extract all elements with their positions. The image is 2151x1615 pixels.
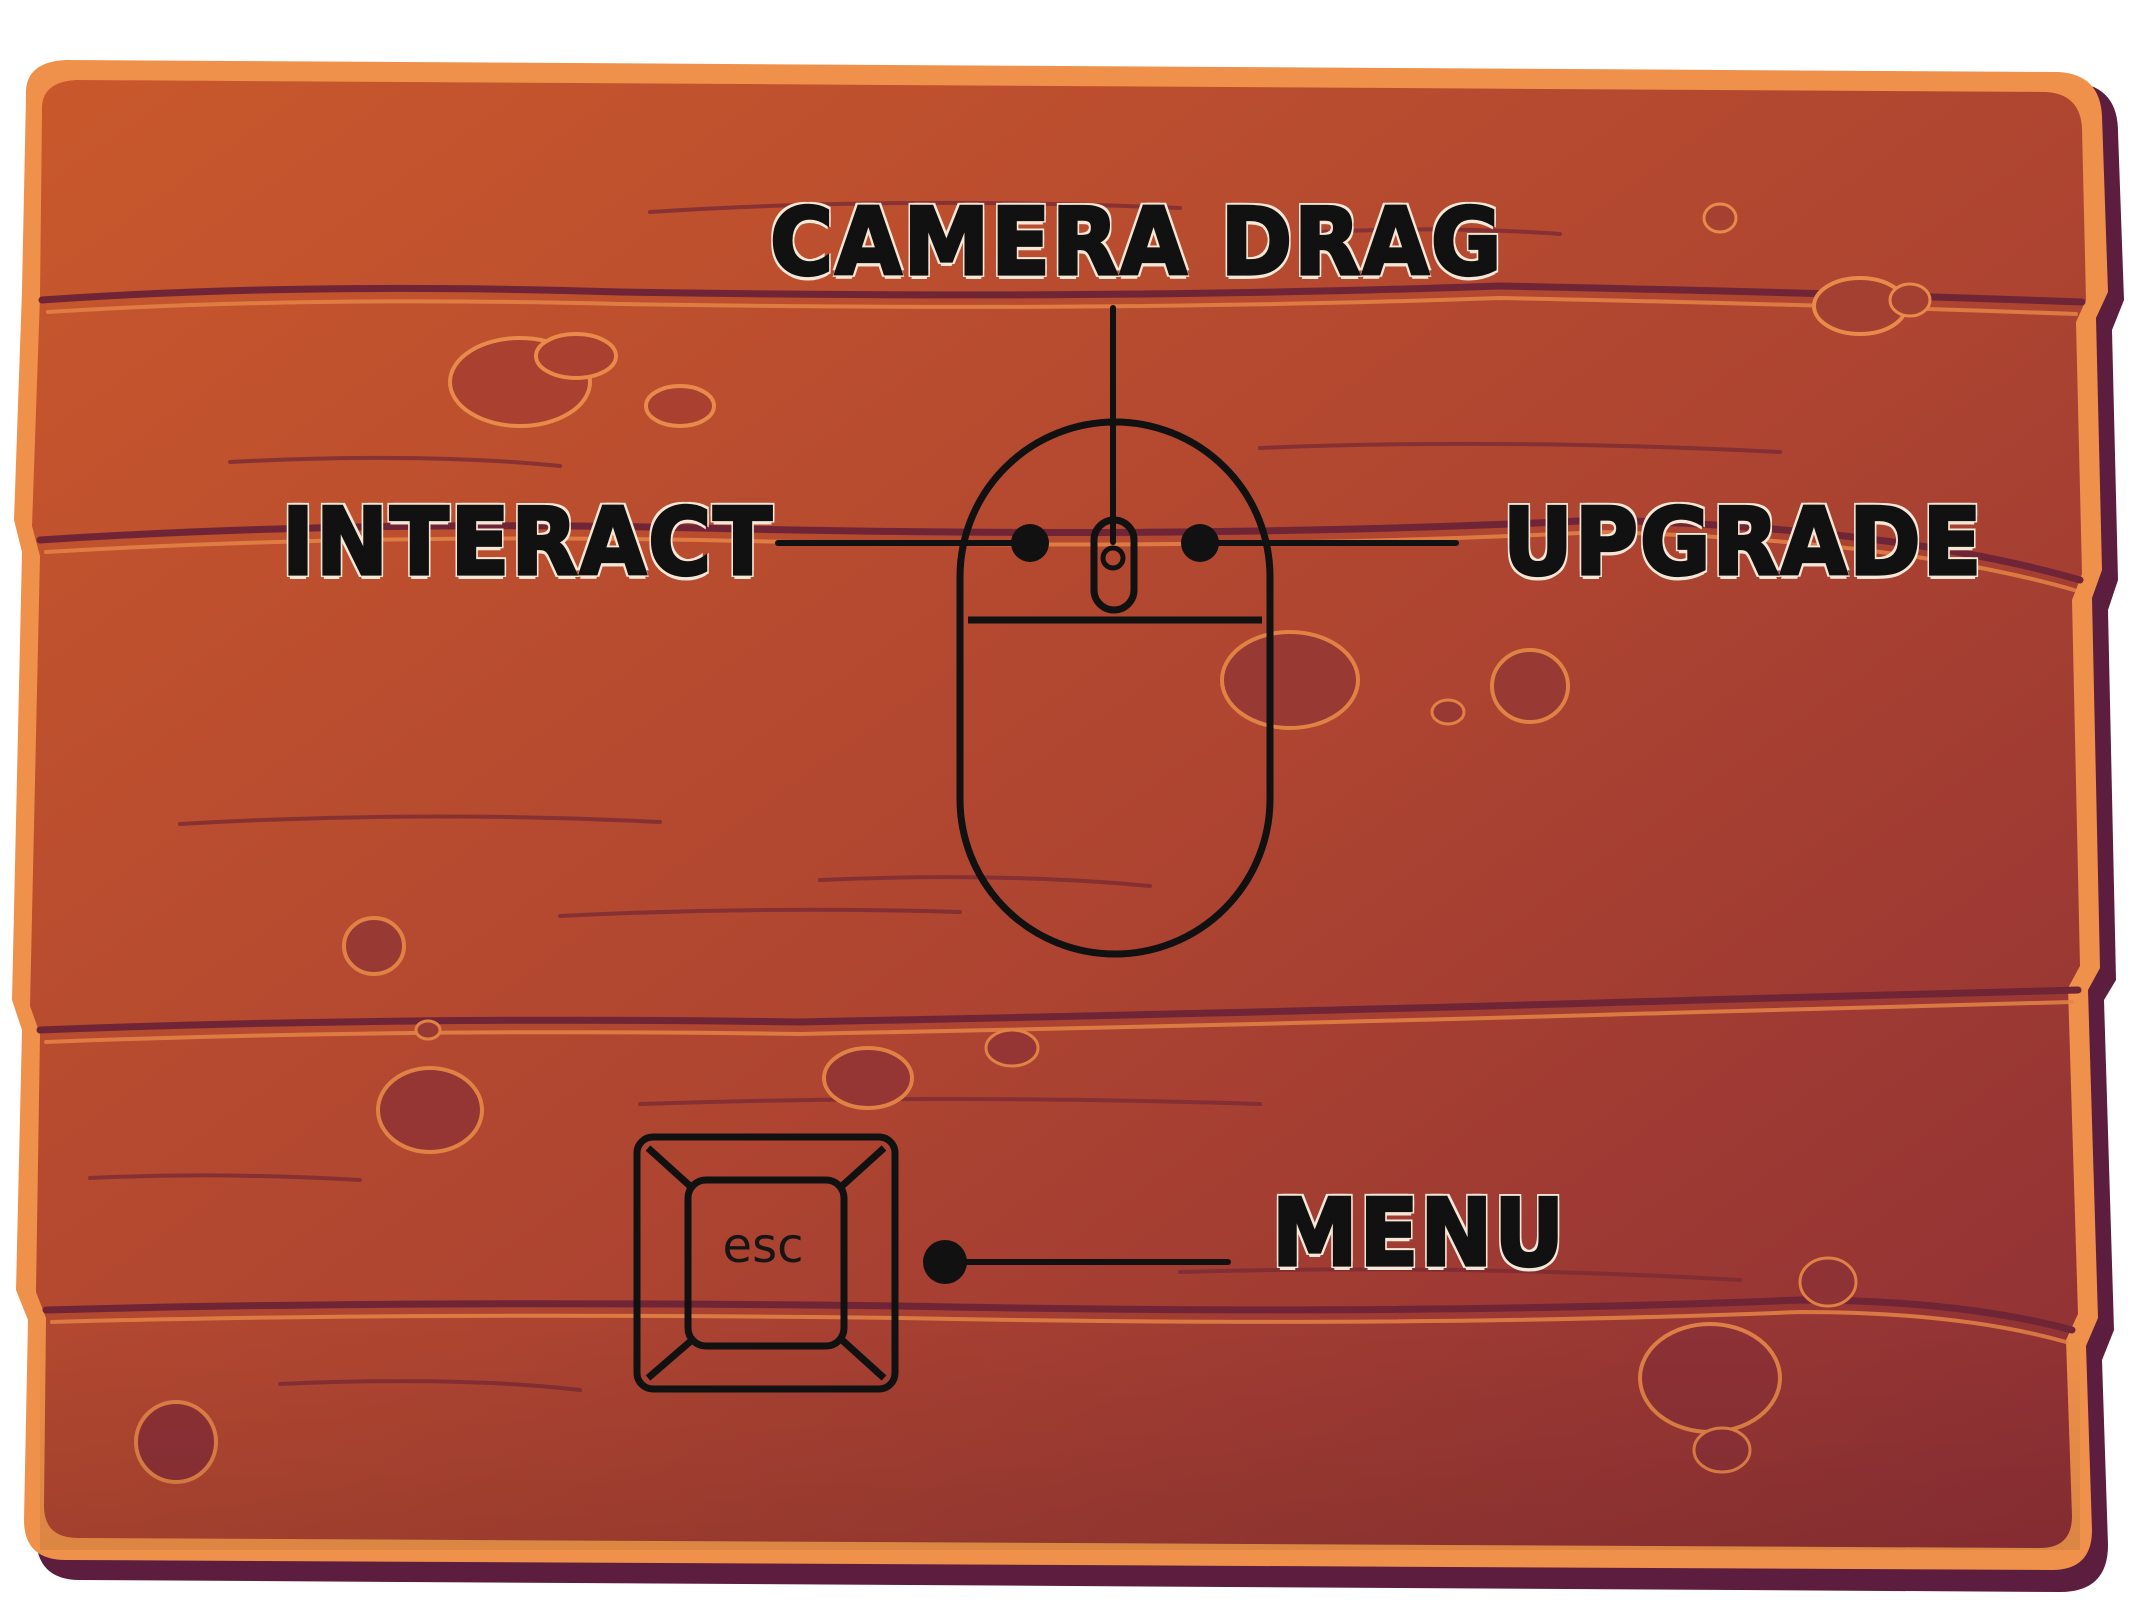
menu-label: MENU [1270, 1179, 1567, 1288]
camera-drag-label: CAMERA DRAG [768, 188, 1504, 297]
board-face [30, 80, 2086, 1548]
escape-key-icon [633, 1133, 899, 1393]
upgrade-label: UPGRADE [1501, 488, 1984, 597]
menu-dot [923, 1240, 967, 1284]
esc-key-label: esc [722, 1218, 804, 1274]
mouse-dots [1011, 524, 1219, 571]
connector-lines [775, 305, 1459, 1265]
mouse-icon [956, 418, 1274, 958]
interact-label: INTERACT [281, 488, 774, 597]
